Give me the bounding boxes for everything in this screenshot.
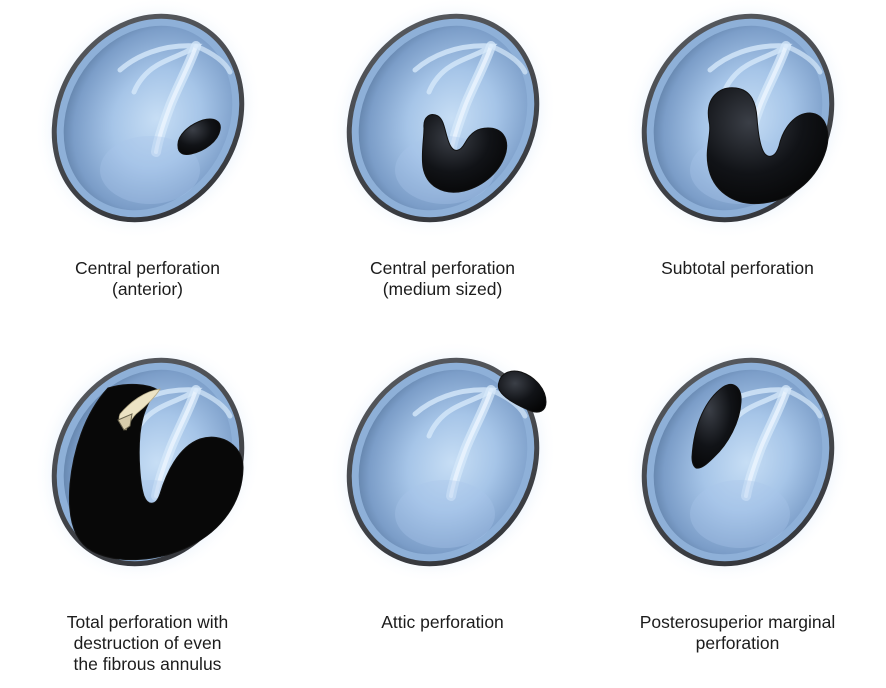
eardrum-central-medium-illustration [295, 0, 590, 250]
eardrum-subtotal-illustration [590, 0, 885, 250]
eardrum-central-anterior-illustration [0, 0, 295, 250]
caption-posterosuperior-marginal: Posterosuperior marginal perforation [590, 612, 885, 654]
caption-subtotal: Subtotal perforation [590, 258, 885, 279]
eardrum-posterosuperior-illustration [590, 344, 885, 594]
panel-posterosuperior-marginal: Posterosuperior marginal perforation [590, 344, 885, 688]
caption-central-medium: Central perforation (medium sized) [295, 258, 590, 300]
panel-subtotal: Subtotal perforation [590, 0, 885, 344]
panel-total: Total perforation with destruction of ev… [0, 344, 295, 688]
panel-central-medium: Central perforation (medium sized) [295, 0, 590, 344]
caption-attic: Attic perforation [295, 612, 590, 633]
panel-attic: Attic perforation [295, 344, 590, 688]
eardrum-attic-illustration [295, 344, 590, 594]
caption-total: Total perforation with destruction of ev… [0, 612, 295, 675]
caption-central-anterior: Central perforation (anterior) [0, 258, 295, 300]
eardrum-total-illustration [0, 344, 295, 594]
panel-central-anterior: Central perforation (anterior) [0, 0, 295, 344]
